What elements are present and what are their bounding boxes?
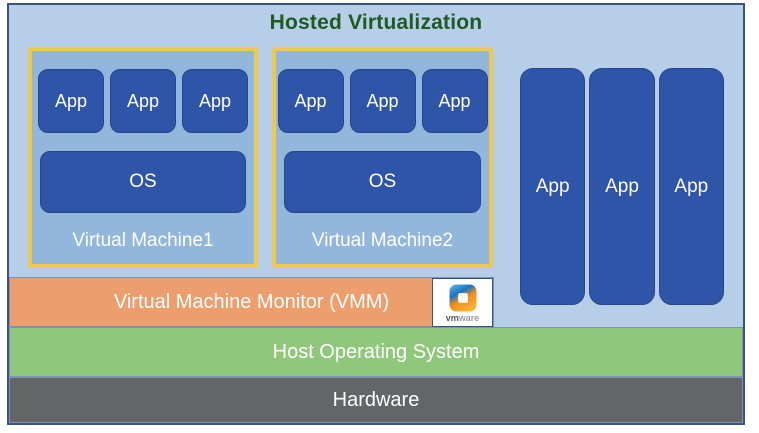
vmware-workstation-icon xyxy=(449,284,476,311)
host-os-layer-label: Host Operating System xyxy=(272,340,480,363)
vm1-app-box: App xyxy=(110,69,176,133)
host-os-layer-bar: Host Operating System xyxy=(9,327,743,377)
vm2-os-box: OS xyxy=(284,151,481,213)
vmm-layer-bar: Virtual Machine Monitor (VMM) xyxy=(9,277,494,327)
host-native-apps-group: App App App xyxy=(520,68,724,305)
host-app-column: App xyxy=(658,68,724,305)
vmm-layer-label: Virtual Machine Monitor (VMM) xyxy=(113,290,390,313)
vm1-app-box: App xyxy=(38,69,104,133)
vmware-wordmark-vm: vm xyxy=(445,312,459,323)
host-app-column: App xyxy=(520,68,586,305)
vm1-os-box: OS xyxy=(40,151,246,213)
vmware-logo-badge: vmware xyxy=(432,278,493,327)
vm1-app-box: App xyxy=(182,69,248,133)
diagram-canvas: Hosted Virtualization App App App OS Vir… xyxy=(7,3,745,425)
hardware-layer-label: Hardware xyxy=(332,388,420,411)
host-app-column: App xyxy=(589,68,655,305)
diagram-title: Hosted Virtualization xyxy=(269,11,483,34)
virtual-machine-2-box: App App App OS Virtual Machine2 xyxy=(272,47,493,268)
vm2-label: Virtual Machine2 xyxy=(311,230,454,251)
vm1-app-row: App App App xyxy=(32,69,254,133)
vmware-wordmark-ware: ware xyxy=(458,312,480,323)
virtual-machine-1-box: App App App OS Virtual Machine1 xyxy=(28,47,258,268)
vmware-wordmark: vmware xyxy=(445,312,480,323)
vm2-app-box: App xyxy=(421,69,488,133)
vm2-app-row: App App App xyxy=(276,69,489,133)
vm1-label: Virtual Machine1 xyxy=(72,230,214,251)
hardware-layer-bar: Hardware xyxy=(9,377,743,423)
vm2-app-box: App xyxy=(349,69,416,133)
vm2-app-box: App xyxy=(277,69,344,133)
